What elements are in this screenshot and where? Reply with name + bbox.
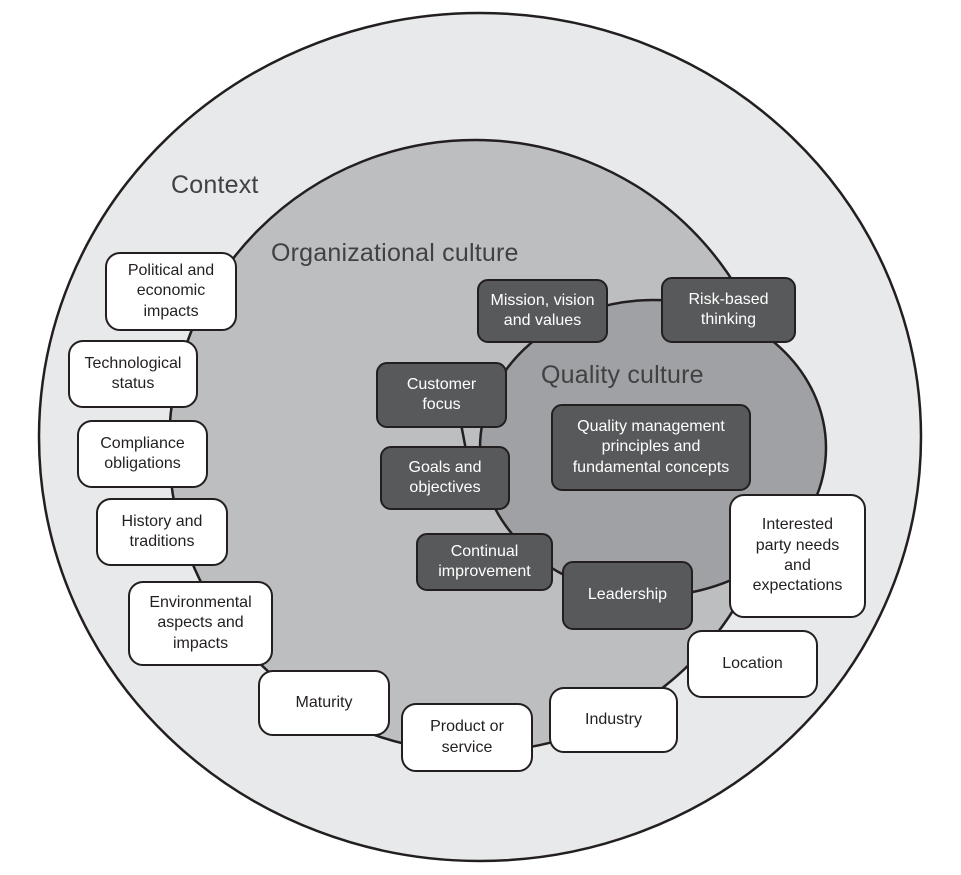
node-customer-focus: Customer focus [376,362,507,428]
organizational-culture-label: Organizational culture [271,239,519,267]
node-location: Location [687,630,818,698]
connector-customer-goals [459,423,468,451]
node-interested-party-needs: Interested party needs and expectations [729,494,866,618]
node-risk-based-thinking: Risk-based thinking [661,277,796,343]
context-ring-label: Context [171,171,259,199]
node-political-economic-impacts: Political and economic impacts [105,252,237,331]
node-industry: Industry [549,687,678,753]
node-maturity: Maturity [258,670,390,736]
quality-culture-label: Quality culture [541,361,704,389]
node-history-traditions: History and traditions [96,498,228,566]
node-product-or-service: Product or service [401,703,533,772]
node-goals-objectives: Goals and objectives [380,446,510,510]
node-quality-management-principles: Quality management principles and fundam… [551,404,751,491]
node-technological-status: Technological status [68,340,198,408]
node-environmental-aspects-impacts: Environmental aspects and impacts [128,581,273,666]
node-compliance-obligations: Compliance obligations [77,420,208,488]
node-continual-improvement: Continual improvement [416,533,553,591]
node-leadership: Leadership [562,561,693,630]
node-mission-vision-values: Mission, vision and values [477,279,608,343]
